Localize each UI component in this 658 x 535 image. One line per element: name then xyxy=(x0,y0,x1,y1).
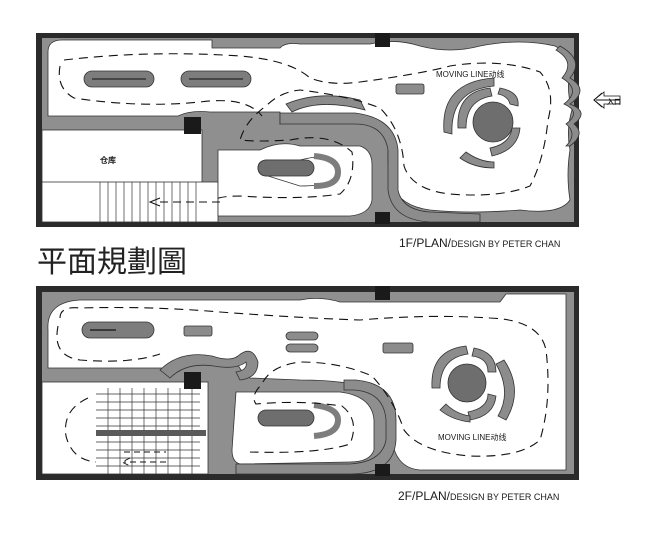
plan-1f-moving-line xyxy=(63,53,552,201)
page-title: 平面規劃圖 xyxy=(37,245,187,280)
plan-1f-round-display xyxy=(472,101,514,143)
plan-1f-round-display-ring xyxy=(459,151,495,169)
plan-2f-caption: 2F/PLAN/DESIGN BY PETER CHAN xyxy=(398,489,559,503)
plan-1f-arc-display xyxy=(285,95,366,113)
plan-2f-pillar xyxy=(184,372,201,389)
plan-1f-display-pod-core xyxy=(257,159,315,177)
plan-2f-flow-arrow xyxy=(120,457,166,467)
plan-1f-entrance-arrow-outline xyxy=(593,91,621,109)
plan-2f-pillar xyxy=(375,464,390,476)
plan-2f-round-display-ring xyxy=(467,393,497,421)
plan-2f-moving-line xyxy=(59,306,549,457)
plan-2f-display-pod-arc xyxy=(313,402,342,439)
plan-2f-round-display-ring xyxy=(431,345,469,389)
plan-1f-round-display-ring xyxy=(457,87,493,129)
plan-2f-moving-line-label: MOVING LINE动线 xyxy=(438,432,506,442)
plan-2f-display-capsule xyxy=(81,321,155,339)
plan-1f-pillar xyxy=(184,117,201,134)
plan-1f: MOVING LINE动线 仓库 入口 xyxy=(36,33,621,227)
plan-2f-round-display-ring xyxy=(439,403,471,423)
plan-1f-entrance-label: 入口 xyxy=(606,98,621,106)
plan-2f-moving-line xyxy=(56,325,161,362)
plan-1f-display-bar xyxy=(395,83,425,95)
plan-1f-moving-line-label: MOVING LINE动线 xyxy=(436,69,504,79)
plan-1f-display-pod-arc xyxy=(313,153,342,189)
plan-2f-moving-line xyxy=(64,397,97,463)
plan-2f-display-bar xyxy=(382,342,414,354)
plan-1f-round-display-ring xyxy=(497,87,519,107)
plan-2f-display-pod-core xyxy=(257,409,315,427)
plan-1f-pillar xyxy=(375,212,390,224)
plan-1f-storage-room xyxy=(41,129,203,191)
plan-2f-round-display-ring xyxy=(471,347,497,373)
plan-2f-round-display xyxy=(447,363,487,403)
plan-2f-caption-prefix: 2F/PLAN/ xyxy=(398,489,451,503)
plan-2f-pillar xyxy=(375,286,390,300)
plan-1f-caption-suffix: DESIGN BY PETER CHAN xyxy=(451,239,560,249)
plan-1f-entrance-facade xyxy=(555,45,582,147)
plan-1f-storage-label: 仓库 xyxy=(99,155,116,165)
plan-1f-caption: 1F/PLAN/DESIGN BY PETER CHAN xyxy=(399,236,560,250)
plan-1f-curved-wall xyxy=(279,112,481,223)
plan-2f: MOVING LINE动线 xyxy=(36,286,579,480)
plan-2f-display-bar xyxy=(285,331,319,341)
plan-1f-moving-line xyxy=(58,65,263,117)
plan-1f-round-display-ring xyxy=(443,77,495,135)
plan-2f-round-display-ring xyxy=(495,359,515,421)
plan-2f-display-bar xyxy=(285,343,319,353)
plan-1f-round-display-ring xyxy=(489,127,521,157)
plan-1f-flow-arrowhead xyxy=(148,197,161,207)
plan-1f-pillar xyxy=(375,33,390,47)
plan-2f-stair-rail xyxy=(96,430,206,436)
plan-2f-caption-suffix: DESIGN BY PETER CHAN xyxy=(450,492,559,502)
plan-2f-display-bar xyxy=(183,325,213,337)
plan-1f-caption-prefix: 1F/PLAN/ xyxy=(399,236,452,250)
plan-2f-curved-display xyxy=(159,350,259,381)
